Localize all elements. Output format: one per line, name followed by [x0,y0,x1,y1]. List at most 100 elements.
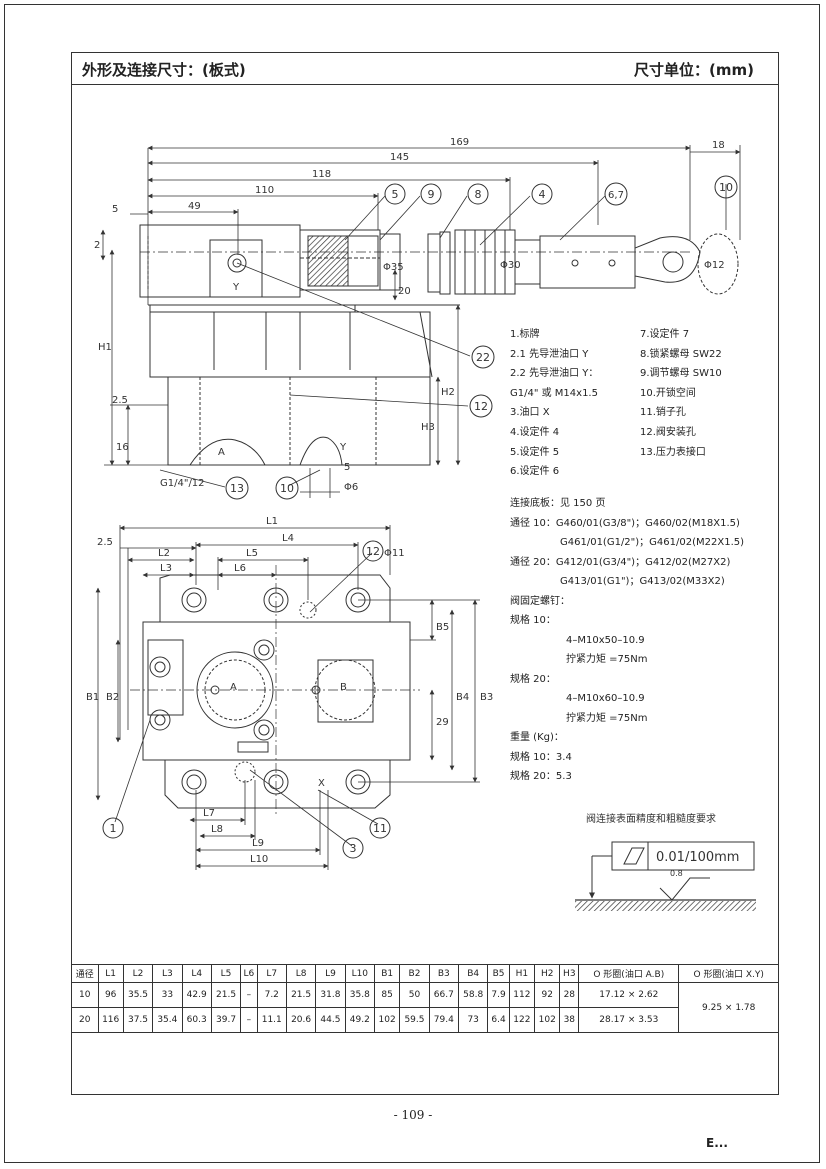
table-cell: 31.8 [315,982,346,1008]
table-cell: 20.6 [285,1007,317,1033]
table-cell: 116 [97,1007,124,1033]
plan-view-texts: L1 L2 L3 L4 L5 L6 L7 L8 L9 L10 2.5 B1 B2… [86,516,493,865]
bore10-value-a: G460/01(G3/8")；G460/02(M18X1.5) [555,517,740,529]
dim-2-5-plan: 2.5 [97,537,113,548]
callout-circle-22 [471,345,495,369]
col-header: L6 [240,964,258,983]
top-dimension-lines [130,145,741,305]
plan-view-dims [95,525,480,870]
callout-circle-3 [342,837,364,859]
header-bar: 外形及连接尺寸：(板式) 尺寸单位：(mm) [72,53,778,85]
table-cell: 73 [457,1007,489,1033]
col-header: H2 [534,964,561,983]
callout-10-bottom: 10 [280,482,294,495]
dim-110: 110 [255,185,274,196]
dim-169: 169 [450,137,469,148]
port-y-bottom: Y [339,442,347,453]
table-cell: 35.8 [344,982,375,1008]
col-header: L3 [152,964,183,983]
screws-title: 阀固定螺钉： [510,595,570,607]
top-dimension-texts: 169 145 118 110 49 5 18 [112,137,725,215]
callout-12-plan: 12 [366,545,380,558]
spec10-label: 规格 10： [510,615,556,626]
header-title: 外形及连接尺寸：(板式) [82,61,246,79]
bore10-label: 通径 10： [510,517,556,529]
legend-item: 9.调节螺母 SW10 [640,368,722,380]
base-plate-note: 连接底板：见 150 页 [510,498,606,509]
roughness-icon [659,877,710,901]
dim-B2: B2 [106,692,119,703]
plan-callout-circles [102,540,391,859]
surface-texts: 阀连接表面精度和粗糙度要求 0.01/100mm 0.8 [586,812,739,878]
table-cell: 33 [152,982,183,1008]
dim-L4: L4 [282,533,294,544]
table-cell: 92 [534,982,561,1008]
bore20-value-a: G412/01(G3/4")；G412/02(M27X2) [555,556,731,568]
surface-symbol [575,841,756,911]
spec10-torque: 拧紧力矩 =75Nm [566,654,648,665]
dim-16: 16 [116,442,129,453]
table-cell: 66.7 [428,982,460,1008]
dim-29: 29 [436,717,449,728]
legend-item: 5.设定件 5 [510,446,560,458]
col-header: O 形圈(油口 A.B) [578,964,680,983]
col-header: L7 [256,964,287,983]
port-b-plan: B [340,682,347,693]
table-cell: – [240,982,258,1008]
col-header: O 形圈(油口 X.Y) [678,964,779,983]
col-header: L2 [122,964,154,983]
col-header: L9 [315,964,346,983]
table-cell: 59.5 [399,1007,430,1033]
table-cell: 35.5 [122,982,154,1008]
dim-H1: H1 [98,342,112,353]
callout-circle-11 [369,817,391,839]
drawing-frame: 外形及连接尺寸：(板式) 尺寸单位：(mm) [71,52,779,1095]
bore10-value-b: G461/01(G1/2")；G461/02(M22X1.5) [560,537,745,548]
dim-5-bottom: 5 [344,462,350,473]
callout-circle-4 [531,183,553,205]
info-block: 连接底板：见 150 页 通径 10：G460/01(G3/8")；G460/0… [510,494,744,787]
table-header-row: 通径 L1 L2 L3 L4 L5 L6 L7 L8 L9 L10 B1 B2 … [71,964,779,983]
table-cell: 28.17 × 3.53 [578,1007,680,1033]
col-header: L5 [210,964,242,983]
col-header: B2 [399,964,430,983]
dim-H2: H2 [441,387,455,398]
side-callout-circles [225,175,738,500]
dim-2: 2 [94,240,100,251]
callout-1: 1 [110,822,117,835]
dim-L5: L5 [246,548,258,559]
side-callout-numbers: 5 9 8 4 6,7 10 22 12 13 10 [230,181,733,495]
thread-label: G1/4"/12 [160,478,205,489]
table-cell: 6.4 [487,1007,510,1033]
dim-118: 118 [312,169,331,180]
bore10-line-a: 通径 10：G460/01(G3/8")；G460/02(M18X1.5) [510,514,744,534]
legend-item: 10.开锁空间 [640,387,696,399]
side-view-texts: 2 H1 2.5 16 20 H2 H3 5 Φ6 Φ35 Φ30 Φ12 Y … [94,240,725,493]
bore20-value-b: G413/01(G1")；G413/02(M33X2) [560,576,725,587]
bore20-label: 通径 20： [510,556,556,568]
table-cell: 42.9 [181,982,212,1008]
callout-10-top: 10 [719,181,733,194]
legend-item: 13.压力表接口 [640,446,706,458]
port-x-plan: X [318,778,325,789]
dim-18: 18 [712,140,725,151]
callout-circle-13 [225,476,249,500]
roughness-value: 0.8 [670,869,683,878]
spec10-screw: 4–M10x50–10.9 [566,634,645,646]
table-cell: 79.4 [428,1007,460,1033]
table-cell: 112 [508,982,536,1008]
table-cell: 11.1 [256,1007,287,1033]
weight-title: 重量 (Kg)： [510,732,564,743]
table-cell: – [240,1007,258,1033]
dia-12: Φ12 [704,260,725,271]
dim-20: 20 [398,286,411,297]
oring-xy-cell: 9.25 × 1.78 [678,982,779,1033]
table-cell: 96 [97,982,124,1008]
dim-B5: B5 [436,622,449,633]
table-cell: 102 [534,1007,561,1033]
callout-4: 4 [539,188,546,201]
header-unit: 尺寸单位：(mm) [634,61,754,79]
spec20-label: 规格 20： [510,673,556,685]
legend-item: 12.阀安装孔 [640,426,696,438]
weight-20: 规格 20：5.3 [510,771,572,782]
